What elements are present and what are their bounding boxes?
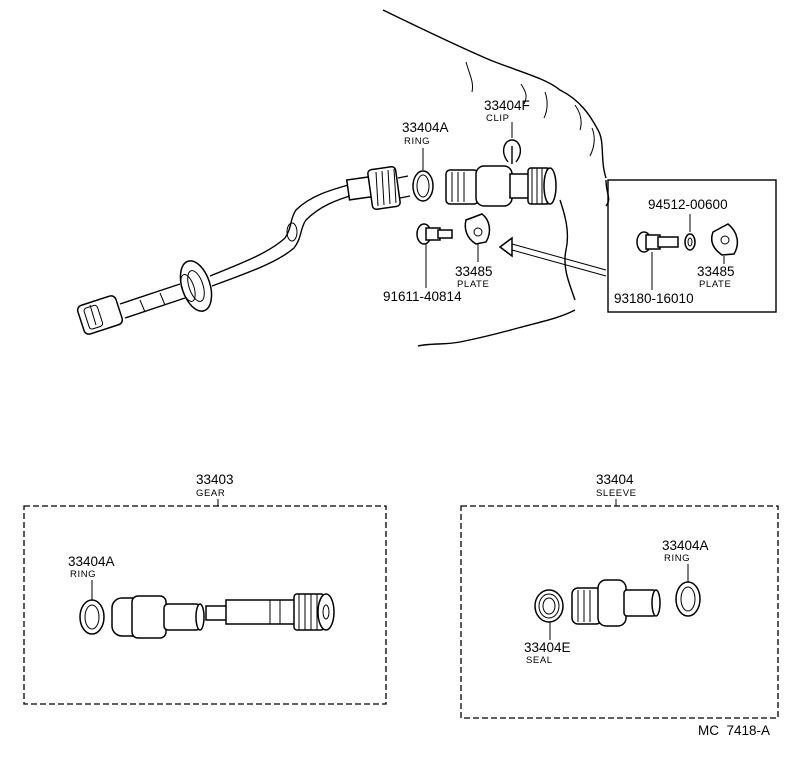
gear-sleeve-part bbox=[111, 595, 205, 639]
speedometer-cable bbox=[76, 166, 411, 335]
ring-main-number: 33404A bbox=[402, 120, 449, 135]
alternate-parts-box bbox=[607, 179, 777, 313]
clip-number: 33404F bbox=[484, 98, 530, 113]
sleeve-name: SLEEVE bbox=[596, 488, 637, 499]
ring-gear-number: 33404A bbox=[68, 554, 115, 569]
driven-gear-part bbox=[527, 167, 557, 205]
gear-number: 33403 bbox=[196, 472, 234, 487]
ring-sleeve-number: 33404A bbox=[662, 538, 709, 553]
bolt-part bbox=[416, 223, 453, 245]
transmission-case bbox=[382, 9, 610, 347]
sleeve-assembly-box bbox=[460, 505, 779, 719]
diagram-code: MC 7418-A bbox=[698, 723, 770, 738]
plate-alt-part bbox=[710, 223, 739, 256]
gear-assembly-box bbox=[23, 505, 387, 705]
sleeve-part bbox=[445, 165, 531, 207]
plate-main-name: PLATE bbox=[457, 279, 489, 290]
clip-part bbox=[502, 139, 522, 164]
ring-gear-name: RING bbox=[70, 569, 96, 580]
alternate-arrow bbox=[498, 236, 607, 277]
plate-alt-name: PLATE bbox=[699, 279, 731, 290]
seal-part bbox=[534, 589, 564, 623]
bolt-main-number: 91611-40814 bbox=[383, 289, 462, 304]
washer-alt-number: 94512-00600 bbox=[648, 197, 728, 212]
sleeve-number: 33404 bbox=[596, 472, 634, 487]
sleeve-body-part bbox=[571, 579, 661, 627]
clip-name: CLIP bbox=[486, 113, 510, 124]
ring-gear-part bbox=[79, 599, 105, 635]
ring-sleeve-name: RING bbox=[664, 553, 690, 564]
ring-part bbox=[412, 170, 434, 202]
seal-name: SEAL bbox=[526, 655, 553, 666]
gear-shaft-part bbox=[205, 593, 335, 631]
bolt-alt-part bbox=[636, 231, 679, 253]
seal-number: 33404E bbox=[524, 640, 571, 655]
washer-part bbox=[684, 233, 696, 251]
plate-alt-number: 33485 bbox=[697, 264, 735, 279]
plate-part bbox=[464, 213, 491, 245]
plate-main-number: 33485 bbox=[455, 264, 493, 279]
ring-sleeve-part bbox=[675, 581, 701, 617]
bolt-alt-number: 93180-16010 bbox=[614, 291, 694, 306]
ring-main-name: RING bbox=[404, 136, 430, 147]
gear-name: GEAR bbox=[196, 488, 225, 499]
